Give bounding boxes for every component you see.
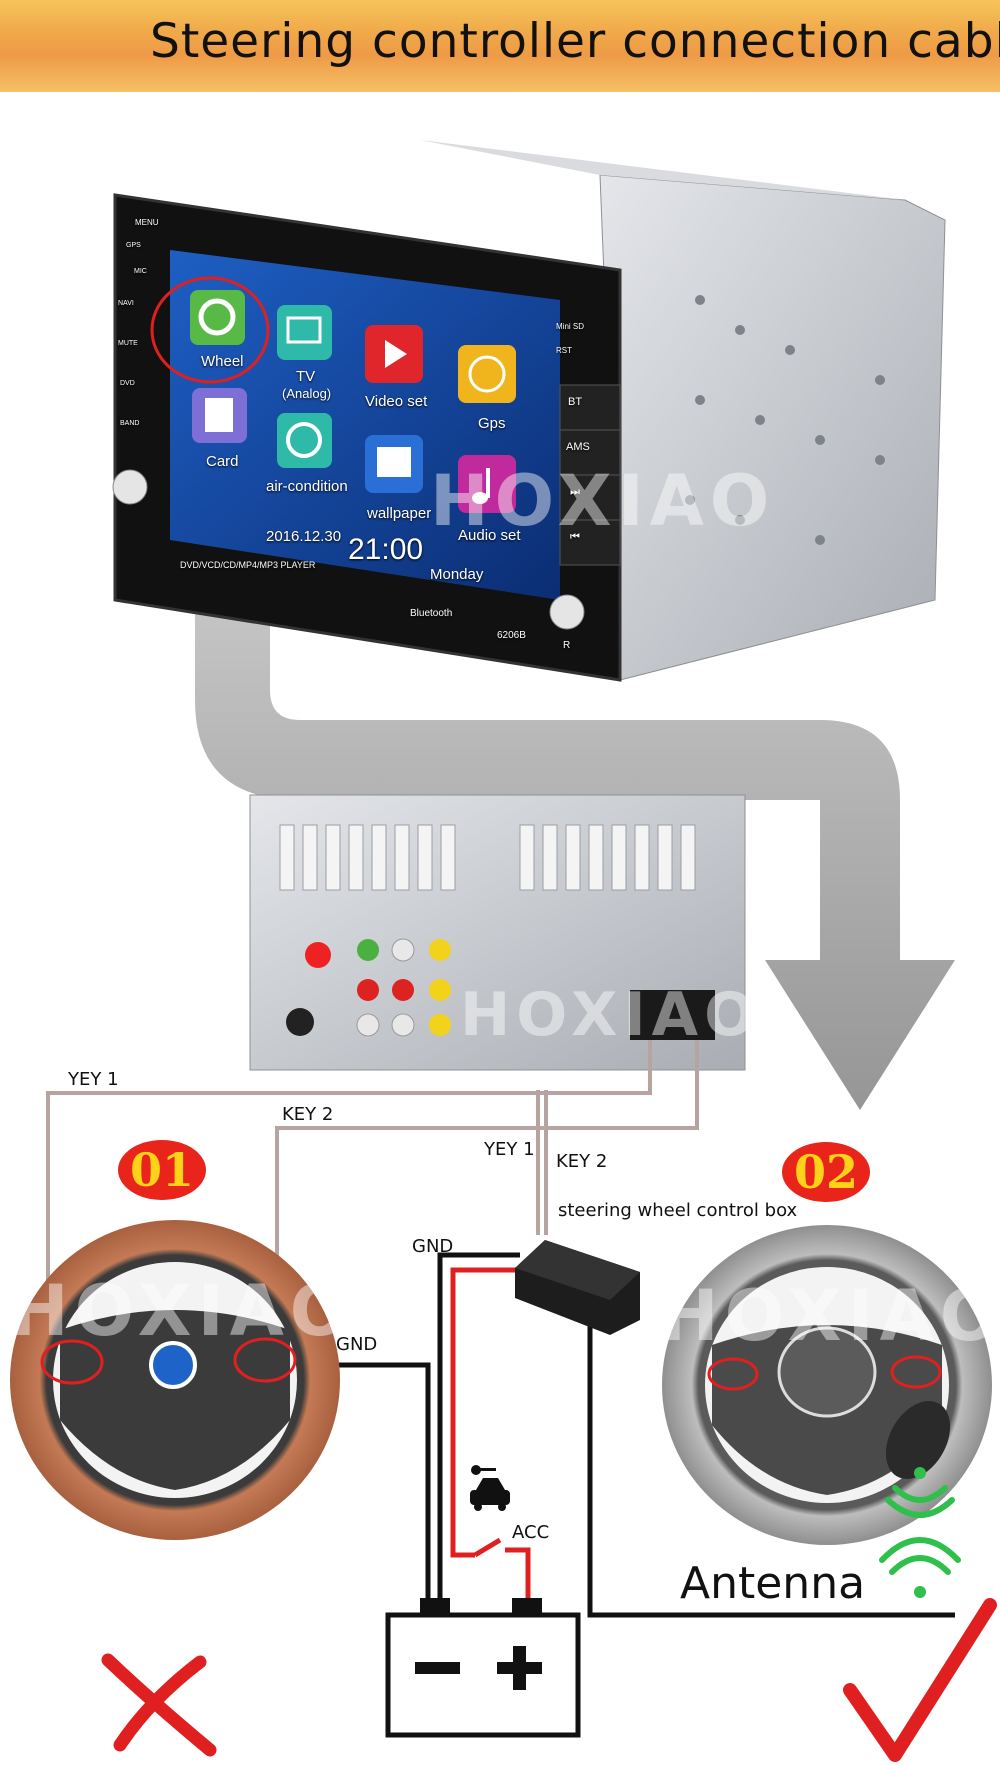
screen-date: 2016.12.30 — [266, 528, 342, 545]
dvd-button[interactable]: DVD — [120, 380, 135, 387]
menu-button[interactable]: MENU — [135, 218, 159, 227]
antenna-label: Antenna — [680, 1558, 866, 1609]
wheel-app-label: Wheel — [201, 353, 244, 370]
player-label: DVD/VCD/CD/MP4/MP3 PLAYER — [180, 560, 316, 570]
navi-button[interactable]: NAVI — [118, 300, 134, 307]
control-box-label: steering wheel control box — [558, 1200, 798, 1221]
correct-mark — [843, 1598, 997, 1762]
reset-button[interactable]: R — [563, 640, 571, 651]
ignition-car-icon — [470, 1465, 510, 1511]
battery-icon — [385, 1598, 581, 1738]
left-button-highlight — [707, 1357, 759, 1391]
left-steering-wheel — [10, 1220, 340, 1540]
gnd-left-label: GND — [336, 1334, 378, 1355]
wireless-remote — [885, 1401, 951, 1479]
tv-app-sublabel: (Analog) — [282, 386, 332, 401]
watermark: HOXIAO — [660, 1275, 1000, 1357]
tv-app-icon[interactable] — [277, 305, 332, 360]
wheel-highlight-circle — [150, 276, 270, 384]
video-app-label: Video set — [365, 393, 428, 410]
acc-label: ACC — [512, 1522, 550, 1543]
audio-app-label: Audio set — [458, 527, 521, 544]
wrong-mark — [101, 1653, 217, 1757]
tv-app-label: TV — [296, 368, 316, 385]
next-track-button[interactable]: ⏭ — [570, 486, 580, 498]
left-key1-label: YEY 1 — [68, 1069, 119, 1090]
right-button-highlight — [890, 1355, 942, 1389]
prev-track-button[interactable]: ⏮ — [570, 531, 580, 543]
title-banner: Steering controller connection cable — [0, 0, 1000, 92]
model-label: 6206B — [497, 630, 526, 641]
card-app-label: Card — [206, 453, 239, 470]
gps-app-icon[interactable] — [458, 345, 516, 403]
right-steering-wheel — [662, 1225, 992, 1545]
mid-key1-label: YEY 1 — [484, 1139, 535, 1160]
watermark: HOXIAO — [430, 460, 776, 542]
mini-sd-label: Mini SD — [556, 322, 585, 331]
wheel-app-icon[interactable] — [190, 290, 245, 345]
aircon-app-icon[interactable] — [277, 413, 332, 468]
bt-button[interactable]: BT — [568, 396, 583, 408]
option-02-badge: 02 — [782, 1142, 870, 1202]
wallpaper-app-label: wallpaper — [367, 505, 432, 522]
wifi-icon — [879, 1537, 961, 1598]
watermark: HOXIAO — [10, 1270, 356, 1352]
ams-button[interactable]: AMS — [566, 441, 590, 453]
aircon-app-label: air-condition — [266, 478, 348, 495]
rst-label: RST — [556, 346, 572, 355]
flow-arrow — [195, 500, 955, 1110]
band-button[interactable]: BAND — [120, 420, 140, 427]
power-wires — [333, 1252, 955, 1618]
gps-app-label: Gps — [478, 415, 506, 432]
gnd-top-label: GND — [412, 1236, 454, 1257]
mid-key2-label: KEY 2 — [556, 1151, 608, 1172]
mic-label: MIC — [134, 268, 147, 275]
gps-button[interactable]: GPS — [126, 242, 141, 249]
screen-day: Monday — [430, 566, 484, 583]
watermark: HOXIAO — [460, 980, 762, 1050]
screen-time: 21:00 — [348, 533, 424, 566]
left-button-highlight — [40, 1339, 104, 1385]
key-wires — [46, 1040, 699, 1320]
steering-wheel-control-box — [515, 1240, 640, 1335]
bluetooth-label: Bluetooth — [410, 608, 453, 619]
left-key2-label: KEY 2 — [282, 1104, 334, 1125]
right-button-highlight — [233, 1337, 297, 1383]
page-title: Steering controller connection cable — [150, 14, 1000, 69]
head-unit-rear — [249, 794, 746, 1071]
mute-button[interactable]: MUTE — [118, 340, 138, 347]
option-01-badge: 01 — [118, 1140, 206, 1200]
signal-icon — [885, 1467, 955, 1518]
app-grid — [150, 276, 516, 513]
